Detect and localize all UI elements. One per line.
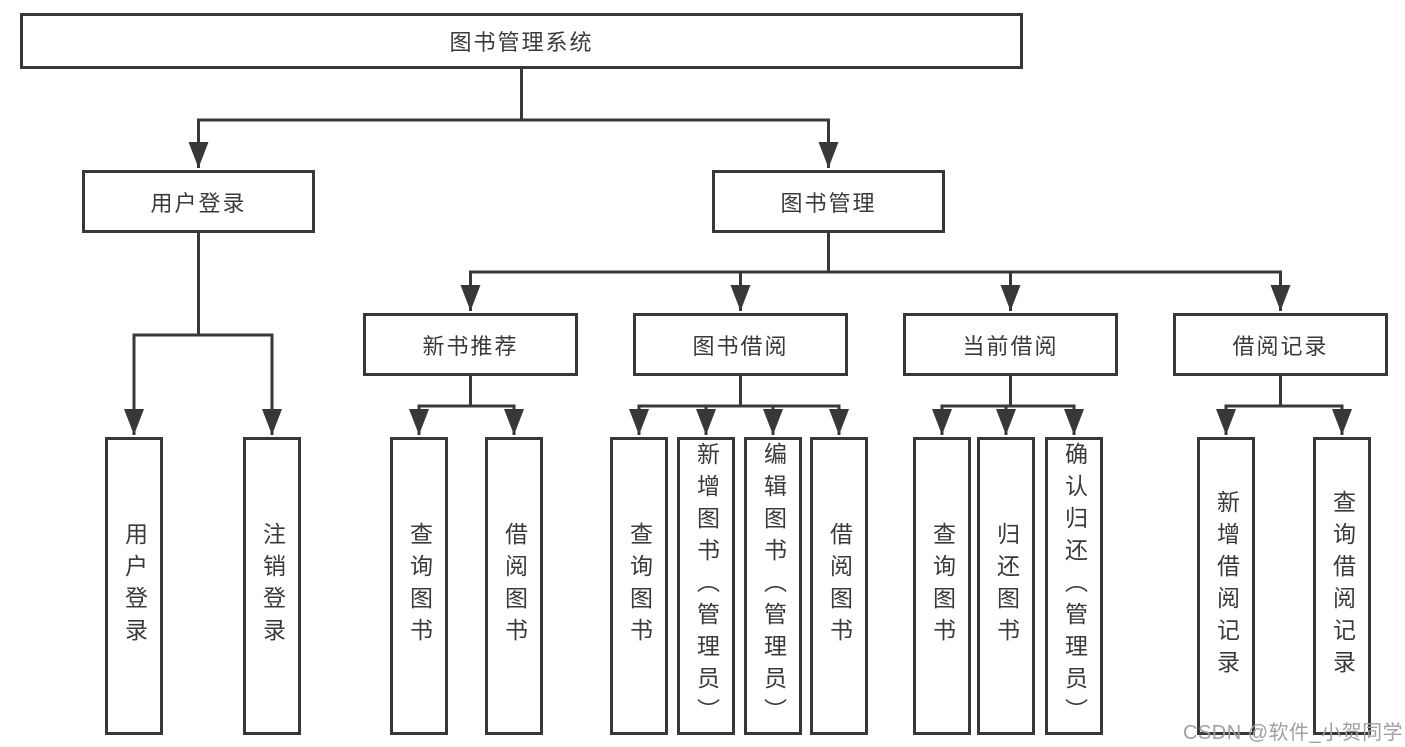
connector-borrow-record-split [1216,376,1352,435]
node-label: 查询图书 [929,522,956,650]
node-library-management-system: 图书管理系统 [20,13,1023,69]
node-label: 归还图书 [993,522,1020,650]
connector-user-login-split [124,233,282,435]
watermark: CSDN @软件_小贺同学 [1183,722,1404,744]
node-leaf-query-borrow-record: 查询借阅记录 [1313,437,1371,735]
node-label: 新增借阅记录 [1213,490,1240,682]
node-label: 当前借阅 [962,333,1059,359]
node-label: 借阅图书 [501,522,528,650]
connector-root-split [188,69,839,168]
node-label: 注销登录 [259,522,286,650]
node-label: 查询借阅记录 [1329,490,1356,682]
node-leaf-confirm-return-admin: 确认归还（管理员） [1045,437,1103,735]
node-leaf-query-books-borrow: 查询图书 [610,437,668,735]
node-leaf-query-books-recommend: 查询图书 [390,437,448,735]
node-leaf-add-borrow-record: 新增借阅记录 [1197,437,1255,735]
node-book-management: 图书管理 [712,170,945,233]
node-borrow-record: 借阅记录 [1173,313,1388,376]
node-leaf-query-books-current: 查询图书 [913,437,971,735]
node-label: 查询图书 [406,522,433,650]
node-book-borrow: 图书借阅 [633,313,848,376]
node-user-login: 用户登录 [82,170,315,233]
node-label: 用户登录 [150,190,247,216]
node-leaf-logout: 注销登录 [243,437,301,735]
node-leaf-user-login: 用户登录 [105,437,163,735]
node-label: 图书管理 [780,190,877,216]
connector-new-book-recommend-split [409,376,524,435]
node-label: 查询图书 [626,522,653,650]
node-new-book-recommend: 新书推荐 [363,313,578,376]
node-label: 新增图书（管理员） [693,442,720,730]
connector-current-borrow-split [932,376,1084,435]
node-label: 用户登录 [121,522,148,650]
connector-book-borrow-split [629,376,849,435]
node-label: 编辑图书（管理员） [760,442,787,730]
node-label: 借阅图书 [826,522,853,650]
node-leaf-return-books: 归还图书 [977,437,1035,735]
node-label: 图书管理系统 [449,30,594,55]
node-label: 确认归还（管理员） [1061,442,1088,730]
node-current-borrow: 当前借阅 [903,313,1118,376]
node-leaf-borrow-books-recommend: 借阅图书 [485,437,543,735]
connector-book-management-split [460,233,1291,311]
node-label: 借阅记录 [1232,333,1329,359]
node-label: 新书推荐 [422,333,519,359]
node-leaf-add-books-admin: 新增图书（管理员） [677,437,735,735]
node-leaf-edit-books-admin: 编辑图书（管理员） [744,437,802,735]
node-leaf-borrow-books: 借阅图书 [810,437,868,735]
node-label: 图书借阅 [692,333,789,359]
